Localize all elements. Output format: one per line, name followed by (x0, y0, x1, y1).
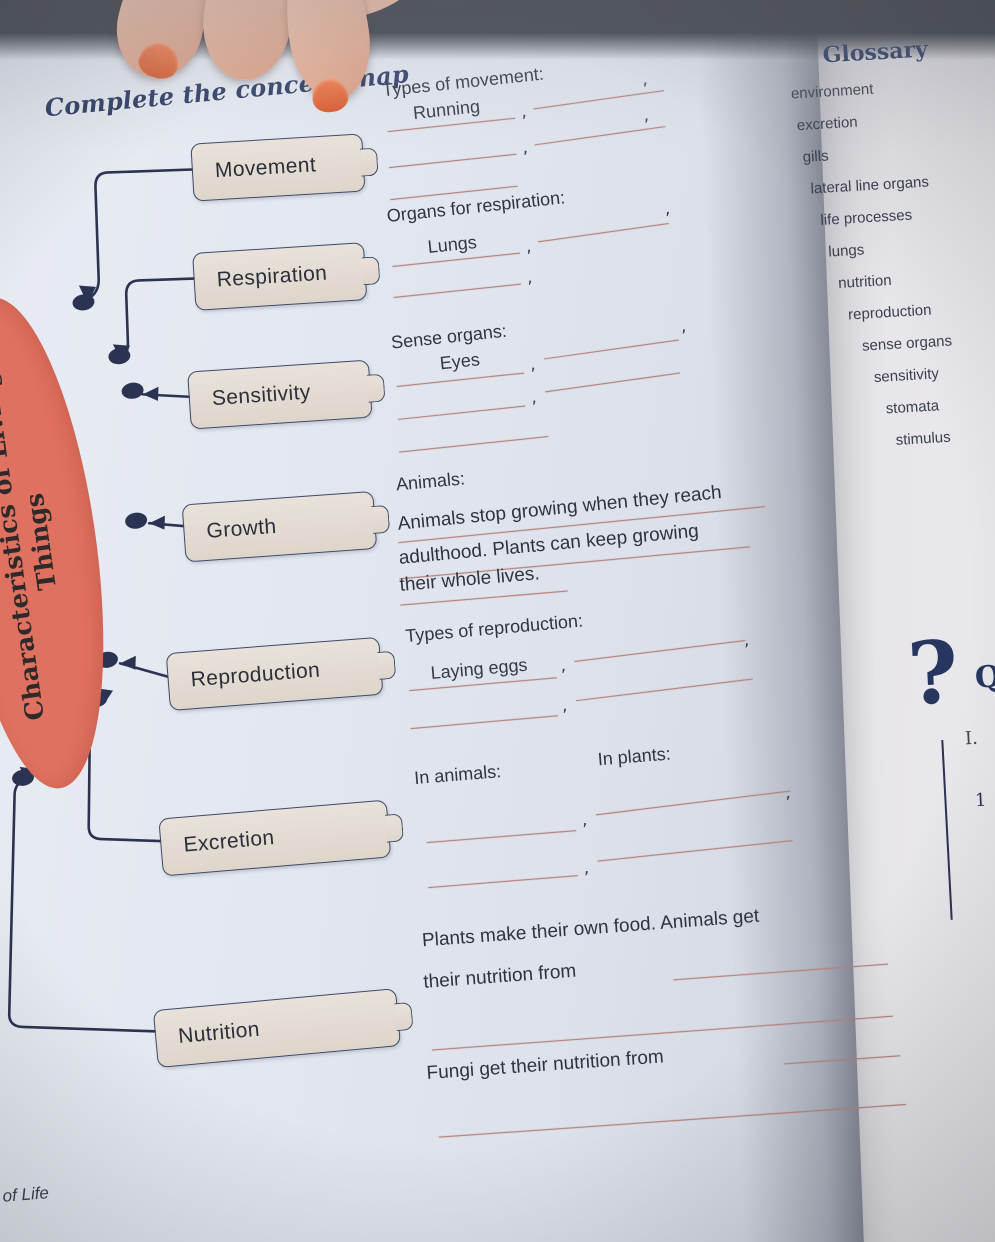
glossary-term: excretion (796, 113, 859, 135)
page-footer: of Life (1, 1183, 50, 1206)
prompt-answer-sensitivity-example: Eyes (438, 349, 481, 374)
glossary-term: environment (790, 80, 874, 103)
glossary-term: sense organs (861, 332, 953, 355)
puzzle-tab-icon (361, 256, 381, 286)
node-label: Movement (214, 153, 317, 183)
node-label: Excretion (182, 826, 276, 857)
puzzle-tab-icon (377, 650, 397, 680)
glossary-term: life processes (820, 206, 913, 229)
puzzle-tab-icon (366, 373, 386, 403)
question-list-marker-number: 1 (974, 789, 987, 812)
puzzle-tab-icon (394, 1001, 414, 1032)
node-label: Reproduction (189, 658, 321, 692)
glossary-term: lungs (827, 241, 865, 261)
node-label: Growth (205, 514, 278, 543)
node-label: Sensitivity (211, 380, 312, 411)
question-word-label: Q (974, 659, 995, 696)
question-list-marker-roman: I. (964, 727, 979, 750)
puzzle-tab-icon (384, 813, 405, 843)
glossary-term: nutrition (837, 271, 893, 293)
glossary-panel: Glossary environment excretion gills lat… (788, 32, 995, 454)
node-label: Respiration (216, 261, 328, 292)
concept-node-sensitivity[interactable]: Sensitivity (187, 359, 386, 430)
glossary-term: gills (802, 147, 830, 166)
glossary-term: sensitivity (873, 365, 940, 387)
question-mark-icon: ? (905, 621, 961, 726)
glossary-term: lateral line organs (810, 173, 930, 198)
glossary-term: reproduction (847, 301, 932, 324)
puzzle-tab-icon (371, 504, 391, 534)
puzzle-tab-icon (359, 147, 379, 177)
concept-node-respiration[interactable]: Respiration (192, 242, 381, 311)
glossary-term: stomata (885, 397, 940, 418)
node-label: Nutrition (177, 1017, 261, 1048)
concept-node-movement[interactable]: Movement (190, 133, 379, 202)
